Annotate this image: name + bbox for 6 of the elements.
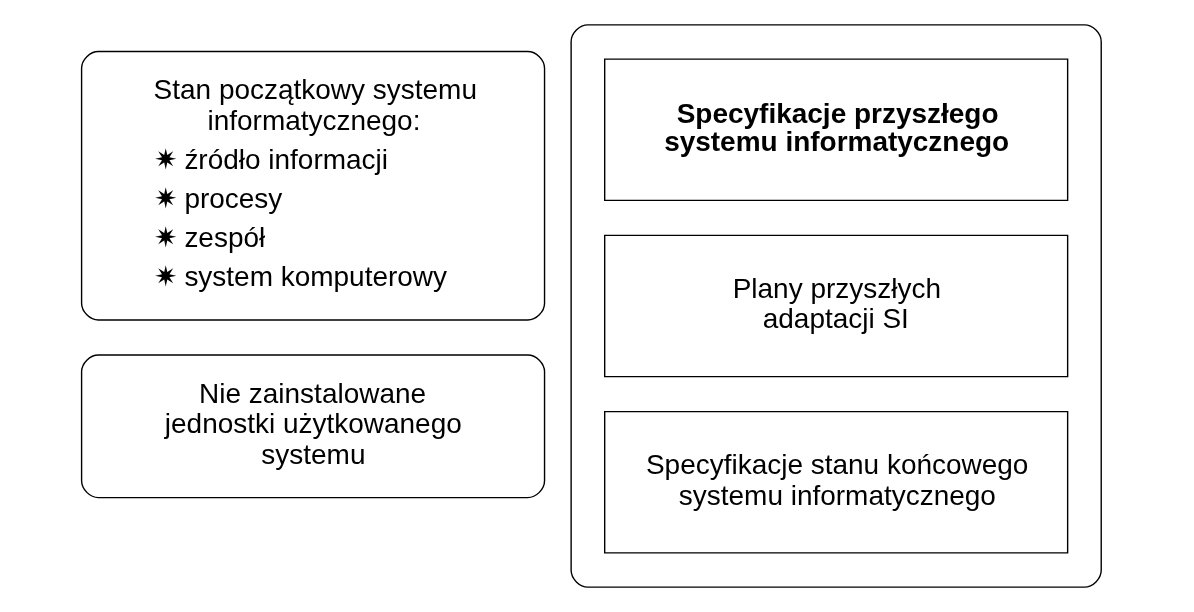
node-box: Specyfikacje stanu końcowego systemu informatycznego	[604, 410, 1069, 554]
node-box: Plany przyszłych adaptacji SI	[604, 234, 1069, 378]
node-box: Stan początkowy systemu informatycznego: ✷ źródło informacji ✷ procesy ✷ zespół ✷ system komputerowy	[80, 50, 546, 321]
node-box: Nie zainstalowane jednostki użytkowanego systemu	[80, 354, 546, 499]
node-box: Specyfikacje przyszłego systemu informatycznego	[604, 58, 1069, 202]
cluster	[570, 24, 1102, 588]
